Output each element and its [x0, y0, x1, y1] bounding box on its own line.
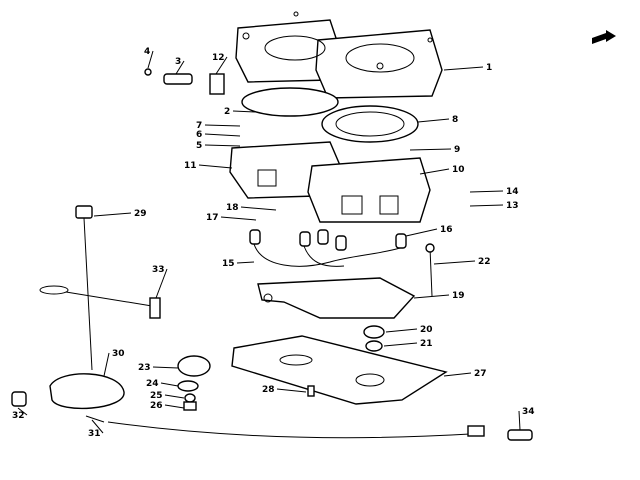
leader-line-11: [198, 164, 233, 169]
leader-line-32: [17, 407, 28, 416]
callout-16: 16: [440, 225, 453, 235]
callout-22: 22: [478, 257, 491, 267]
callout-9: 9: [454, 145, 460, 155]
callout-labels: 1234567891011121314151617181920212223242…: [12, 47, 535, 439]
callout-27: 27: [474, 369, 487, 379]
callout-1: 1: [486, 63, 492, 73]
callout-33: 33: [152, 265, 165, 275]
callout-18: 18: [226, 203, 239, 213]
leader-line-2: [232, 110, 257, 113]
callout-5: 5: [196, 141, 202, 151]
grommet-stack-parts: [177, 355, 211, 411]
bolt-part: [507, 429, 533, 441]
callout-31: 31: [88, 429, 101, 439]
leader-line-5: [204, 144, 241, 147]
leader-line-27: [443, 372, 472, 377]
screw-part: [307, 385, 315, 397]
callout-15: 15: [222, 259, 235, 269]
leader-line-15: [236, 261, 255, 264]
leader-line-6: [204, 133, 241, 137]
callout-7: 7: [196, 121, 202, 131]
callout-6: 6: [196, 130, 202, 140]
callout-11: 11: [184, 161, 197, 171]
pin-part: [425, 243, 435, 297]
small-parts-top-left: [144, 68, 225, 95]
callout-14: 14: [506, 187, 519, 197]
leader-line-21: [383, 342, 418, 347]
callout-34: 34: [522, 407, 535, 417]
leader-line-8: [417, 118, 450, 123]
leader-line-30: [103, 352, 110, 377]
lower-tray-part: [231, 335, 448, 405]
callout-30: 30: [112, 349, 125, 359]
leader-line-16: [405, 228, 438, 237]
callout-25: 25: [150, 391, 163, 401]
callout-26: 26: [150, 401, 163, 411]
front-direction-arrow-icon: [592, 30, 616, 44]
leader-line-31: [91, 419, 104, 434]
leader-line-1: [443, 66, 484, 71]
callout-29: 29: [134, 209, 147, 219]
callout-21: 21: [420, 339, 433, 349]
leader-line-34: [518, 410, 521, 431]
leader-line-29: [93, 212, 132, 217]
washer-parts: [363, 325, 385, 352]
leader-line-26: [164, 404, 185, 409]
gearbox-part: [49, 373, 125, 423]
cable-clamp-part: [39, 285, 161, 319]
callout-13: 13: [506, 201, 519, 211]
callout-12: 12: [212, 53, 225, 63]
callout-19: 19: [452, 291, 465, 301]
callout-3: 3: [175, 57, 181, 67]
bulb-harness-part: [249, 229, 407, 267]
leader-line-10: [419, 168, 450, 175]
leader-line-18: [240, 206, 277, 211]
meter-bracket-part: [257, 277, 416, 319]
meter-lower-case-part: [229, 141, 431, 223]
leader-line-14: [469, 190, 504, 193]
leader-line-9: [409, 148, 452, 151]
leader-line-33: [155, 268, 168, 299]
callout-32: 32: [12, 411, 25, 421]
callout-28: 28: [262, 385, 275, 395]
callout-23: 23: [138, 363, 151, 373]
callout-20: 20: [420, 325, 433, 335]
leader-line-24: [160, 382, 179, 387]
leader-line-12: [215, 56, 228, 75]
leader-line-22: [433, 260, 476, 265]
leader-line-7: [204, 124, 241, 127]
leader-line-19: [413, 294, 450, 299]
speedo-cable-part: [75, 205, 485, 439]
callout-24: 24: [146, 379, 159, 389]
leader-line-23: [152, 366, 179, 369]
gauge-faces-part: [241, 87, 419, 143]
leader-line-13: [469, 204, 504, 207]
leader-line-3: [175, 60, 185, 75]
callout-17: 17: [206, 213, 219, 223]
leader-line-25: [164, 394, 185, 399]
callout-2: 2: [224, 107, 230, 117]
callout-10: 10: [452, 165, 465, 175]
leader-line-28: [276, 388, 307, 393]
meter-case-part: [235, 11, 443, 99]
leader-line-4: [147, 50, 154, 69]
callout-4: 4: [144, 47, 150, 57]
callout-8: 8: [452, 115, 458, 125]
leader-line-20: [385, 328, 418, 333]
cap-part: [11, 391, 27, 407]
leader-line-17: [220, 216, 257, 221]
